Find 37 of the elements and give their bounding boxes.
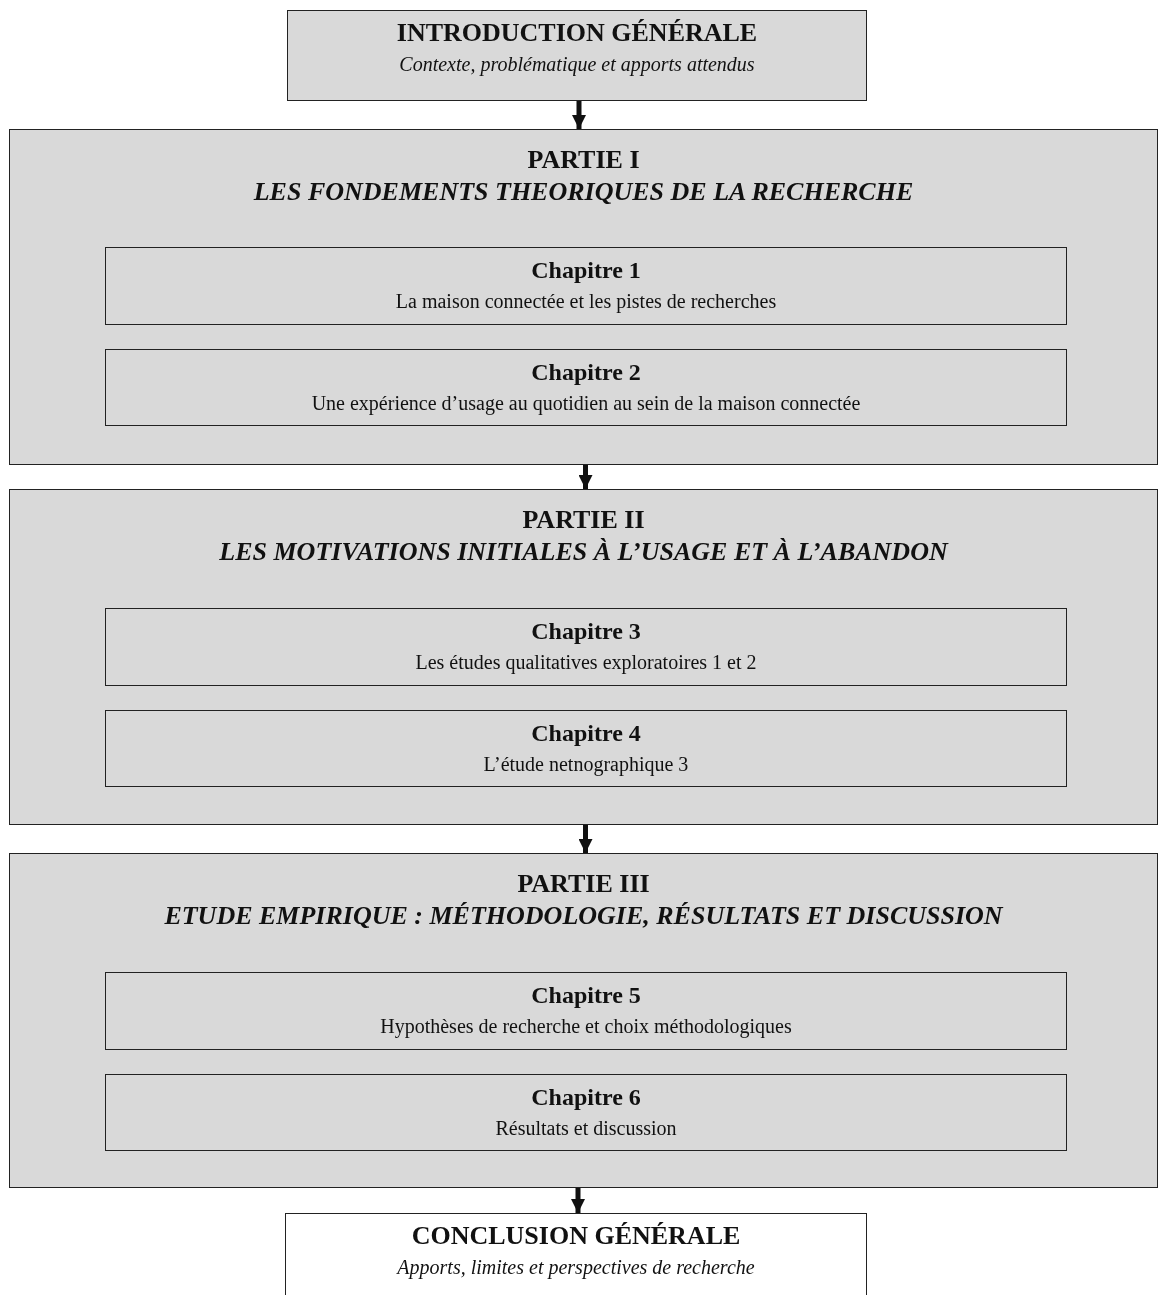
box-subtitle: L’étude netnographique 3 <box>483 751 689 777</box>
section-panel <box>9 853 1158 1188</box>
box-heading: PARTIE III <box>517 868 650 900</box>
section-panel <box>9 489 1158 825</box>
box-heading: CONCLUSION GÉNÉRALE <box>411 1220 741 1252</box>
box-subtitle: Apports, limites et perspectives de recherche <box>397 1255 755 1281</box>
section-title: LES MOTIVATIONS INITIALES À L’USAGE ET À L’ABANDON <box>219 536 948 568</box>
box-subtitle: Hypothèses de recherche et choix méthodologiques <box>380 1013 792 1039</box>
box-heading: PARTIE II <box>522 504 645 536</box>
chapter-box <box>287 10 867 101</box>
chapter-box <box>105 710 1067 787</box>
box-heading: Chapitre 2 <box>531 358 641 387</box>
box-subtitle: Une expérience d’usage au quotidien au sein de la maison connectée <box>311 390 861 416</box>
section-panel <box>9 129 1158 465</box>
box-subtitle: Les études qualitatives exploratoires 1 et 2 <box>415 649 757 675</box>
box-subtitle: Contexte, problématique et apports attendus <box>399 52 755 78</box>
arrow <box>578 825 593 853</box>
box-subtitle: Résultats et discussion <box>495 1115 677 1141</box>
box-heading: Chapitre 3 <box>531 617 641 646</box>
box-heading: Chapitre 4 <box>531 719 641 748</box>
box-heading: INTRODUCTION GÉNÉRALE <box>396 17 758 49</box>
chapter-box <box>105 247 1067 325</box>
arrow <box>571 1188 585 1213</box>
arrow <box>572 101 586 129</box>
box-heading: PARTIE I <box>527 144 640 176</box>
arrow <box>578 465 593 489</box>
chapter-box <box>105 1074 1067 1151</box>
chapter-box <box>105 608 1067 686</box>
section-title: ETUDE EMPIRIQUE : MÉTHODOLOGIE, RÉSULTATS ET DISCUSSION <box>164 900 1003 932</box>
box-subtitle: La maison connectée et les pistes de recherches <box>395 288 777 314</box>
box-heading: Chapitre 5 <box>531 981 641 1010</box>
box-heading: Chapitre 6 <box>531 1083 641 1112</box>
chapter-box <box>105 972 1067 1050</box>
section-title: LES FONDEMENTS THEORIQUES DE LA RECHERCHE <box>253 176 914 208</box>
chapter-box <box>105 349 1067 426</box>
box-heading: Chapitre 1 <box>531 256 641 285</box>
chapter-box <box>285 1213 867 1295</box>
